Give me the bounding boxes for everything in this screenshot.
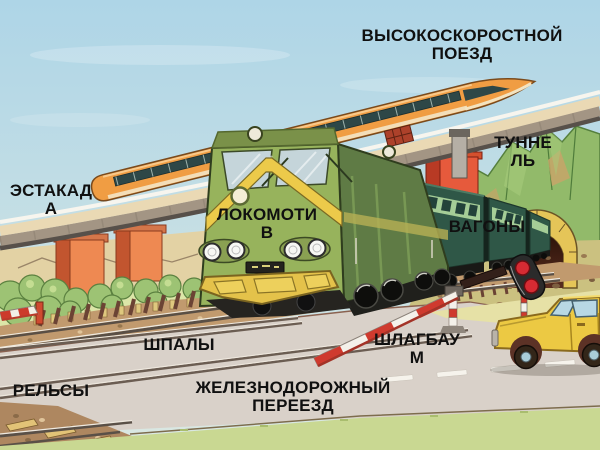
- sunlit-facet: [504, 142, 530, 196]
- marker-lights: [198, 236, 331, 264]
- grass-texture: [180, 411, 528, 431]
- exhaust-stack: [449, 129, 470, 179]
- distant-ridge: [17, 253, 199, 269]
- hubcap: [588, 349, 600, 361]
- barrier-far: [0, 301, 44, 325]
- sleeper: [5, 418, 39, 432]
- barrier-base: [440, 326, 466, 333]
- wagons: [419, 182, 551, 292]
- skirt-panels: [213, 273, 331, 295]
- front-light: [230, 186, 250, 206]
- side-undercarriage: [346, 268, 452, 316]
- roof-horn: [382, 145, 396, 159]
- handrails: [355, 238, 433, 264]
- red-light: [523, 278, 540, 294]
- ladder-grid: [386, 127, 412, 146]
- locomotive: [198, 126, 452, 318]
- grass: [0, 405, 600, 450]
- windshield: [549, 299, 578, 317]
- side-window: [571, 299, 598, 318]
- hood-crease: [499, 316, 547, 327]
- builder-plate: [245, 261, 285, 274]
- cab-window: [462, 85, 510, 101]
- side-stripe: [344, 212, 448, 240]
- undercarriage: [206, 290, 352, 318]
- red-light: [514, 260, 531, 276]
- cloud: [10, 113, 150, 127]
- corner-rail: [0, 430, 121, 448]
- wagon: [529, 211, 551, 262]
- plate-text: [252, 265, 279, 268]
- loco-roof: [210, 127, 339, 149]
- grass-edge: [129, 405, 600, 435]
- roof-highlight: [562, 295, 600, 299]
- car: [490, 295, 600, 376]
- roof-headlight: [247, 126, 263, 142]
- wagon-gap: [526, 209, 530, 256]
- crossing-rails: [0, 316, 473, 400]
- barrier: [313, 265, 508, 368]
- wagon-gap: [484, 196, 489, 262]
- corner-rail: [0, 420, 133, 438]
- sunlit-facet: [546, 128, 562, 176]
- road-markings: [382, 359, 576, 383]
- door-handle: [577, 323, 585, 326]
- side-highlights: [350, 175, 412, 289]
- cloud: [30, 45, 290, 65]
- guideway-pier: [113, 224, 167, 282]
- nose-band: [465, 82, 532, 111]
- car-shadow: [490, 364, 600, 376]
- windshield: [221, 147, 353, 191]
- wagon: [488, 197, 527, 273]
- bumper: [491, 329, 499, 347]
- hubcap: [520, 351, 532, 363]
- corner-track: [0, 402, 133, 450]
